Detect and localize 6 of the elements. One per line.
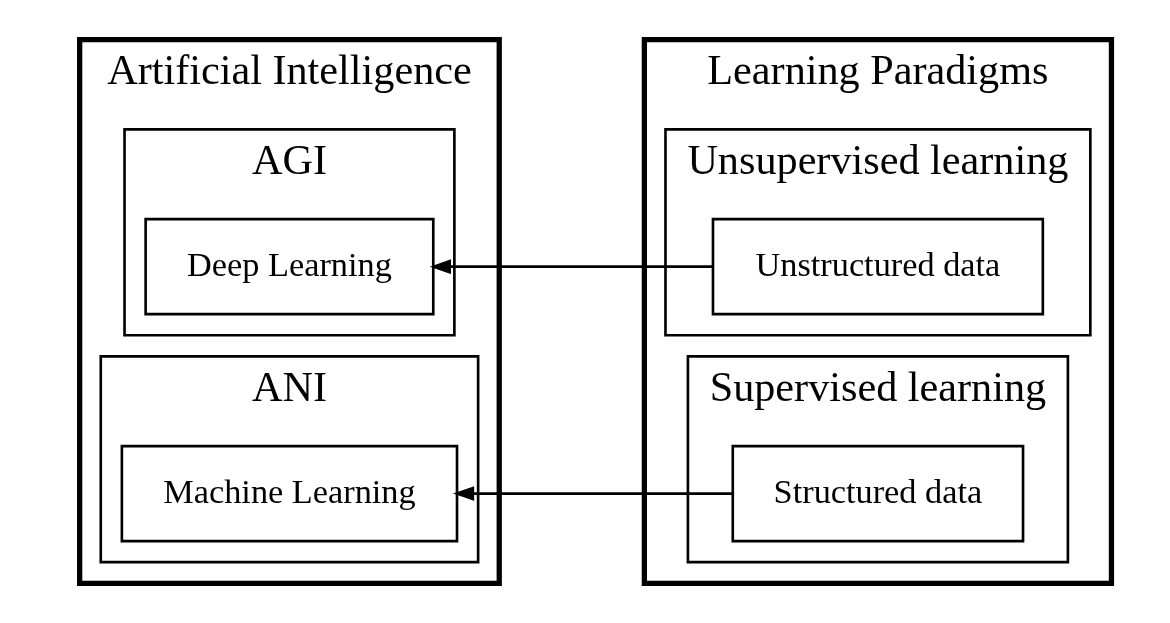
node-box: Machine Learning [120, 444, 459, 543]
node-box: Structured data [731, 444, 1025, 543]
arrow [429, 259, 713, 275]
node-box: Unstructured data [711, 217, 1045, 316]
arrow [453, 486, 733, 501]
node-box: Deep Learning [144, 217, 435, 316]
